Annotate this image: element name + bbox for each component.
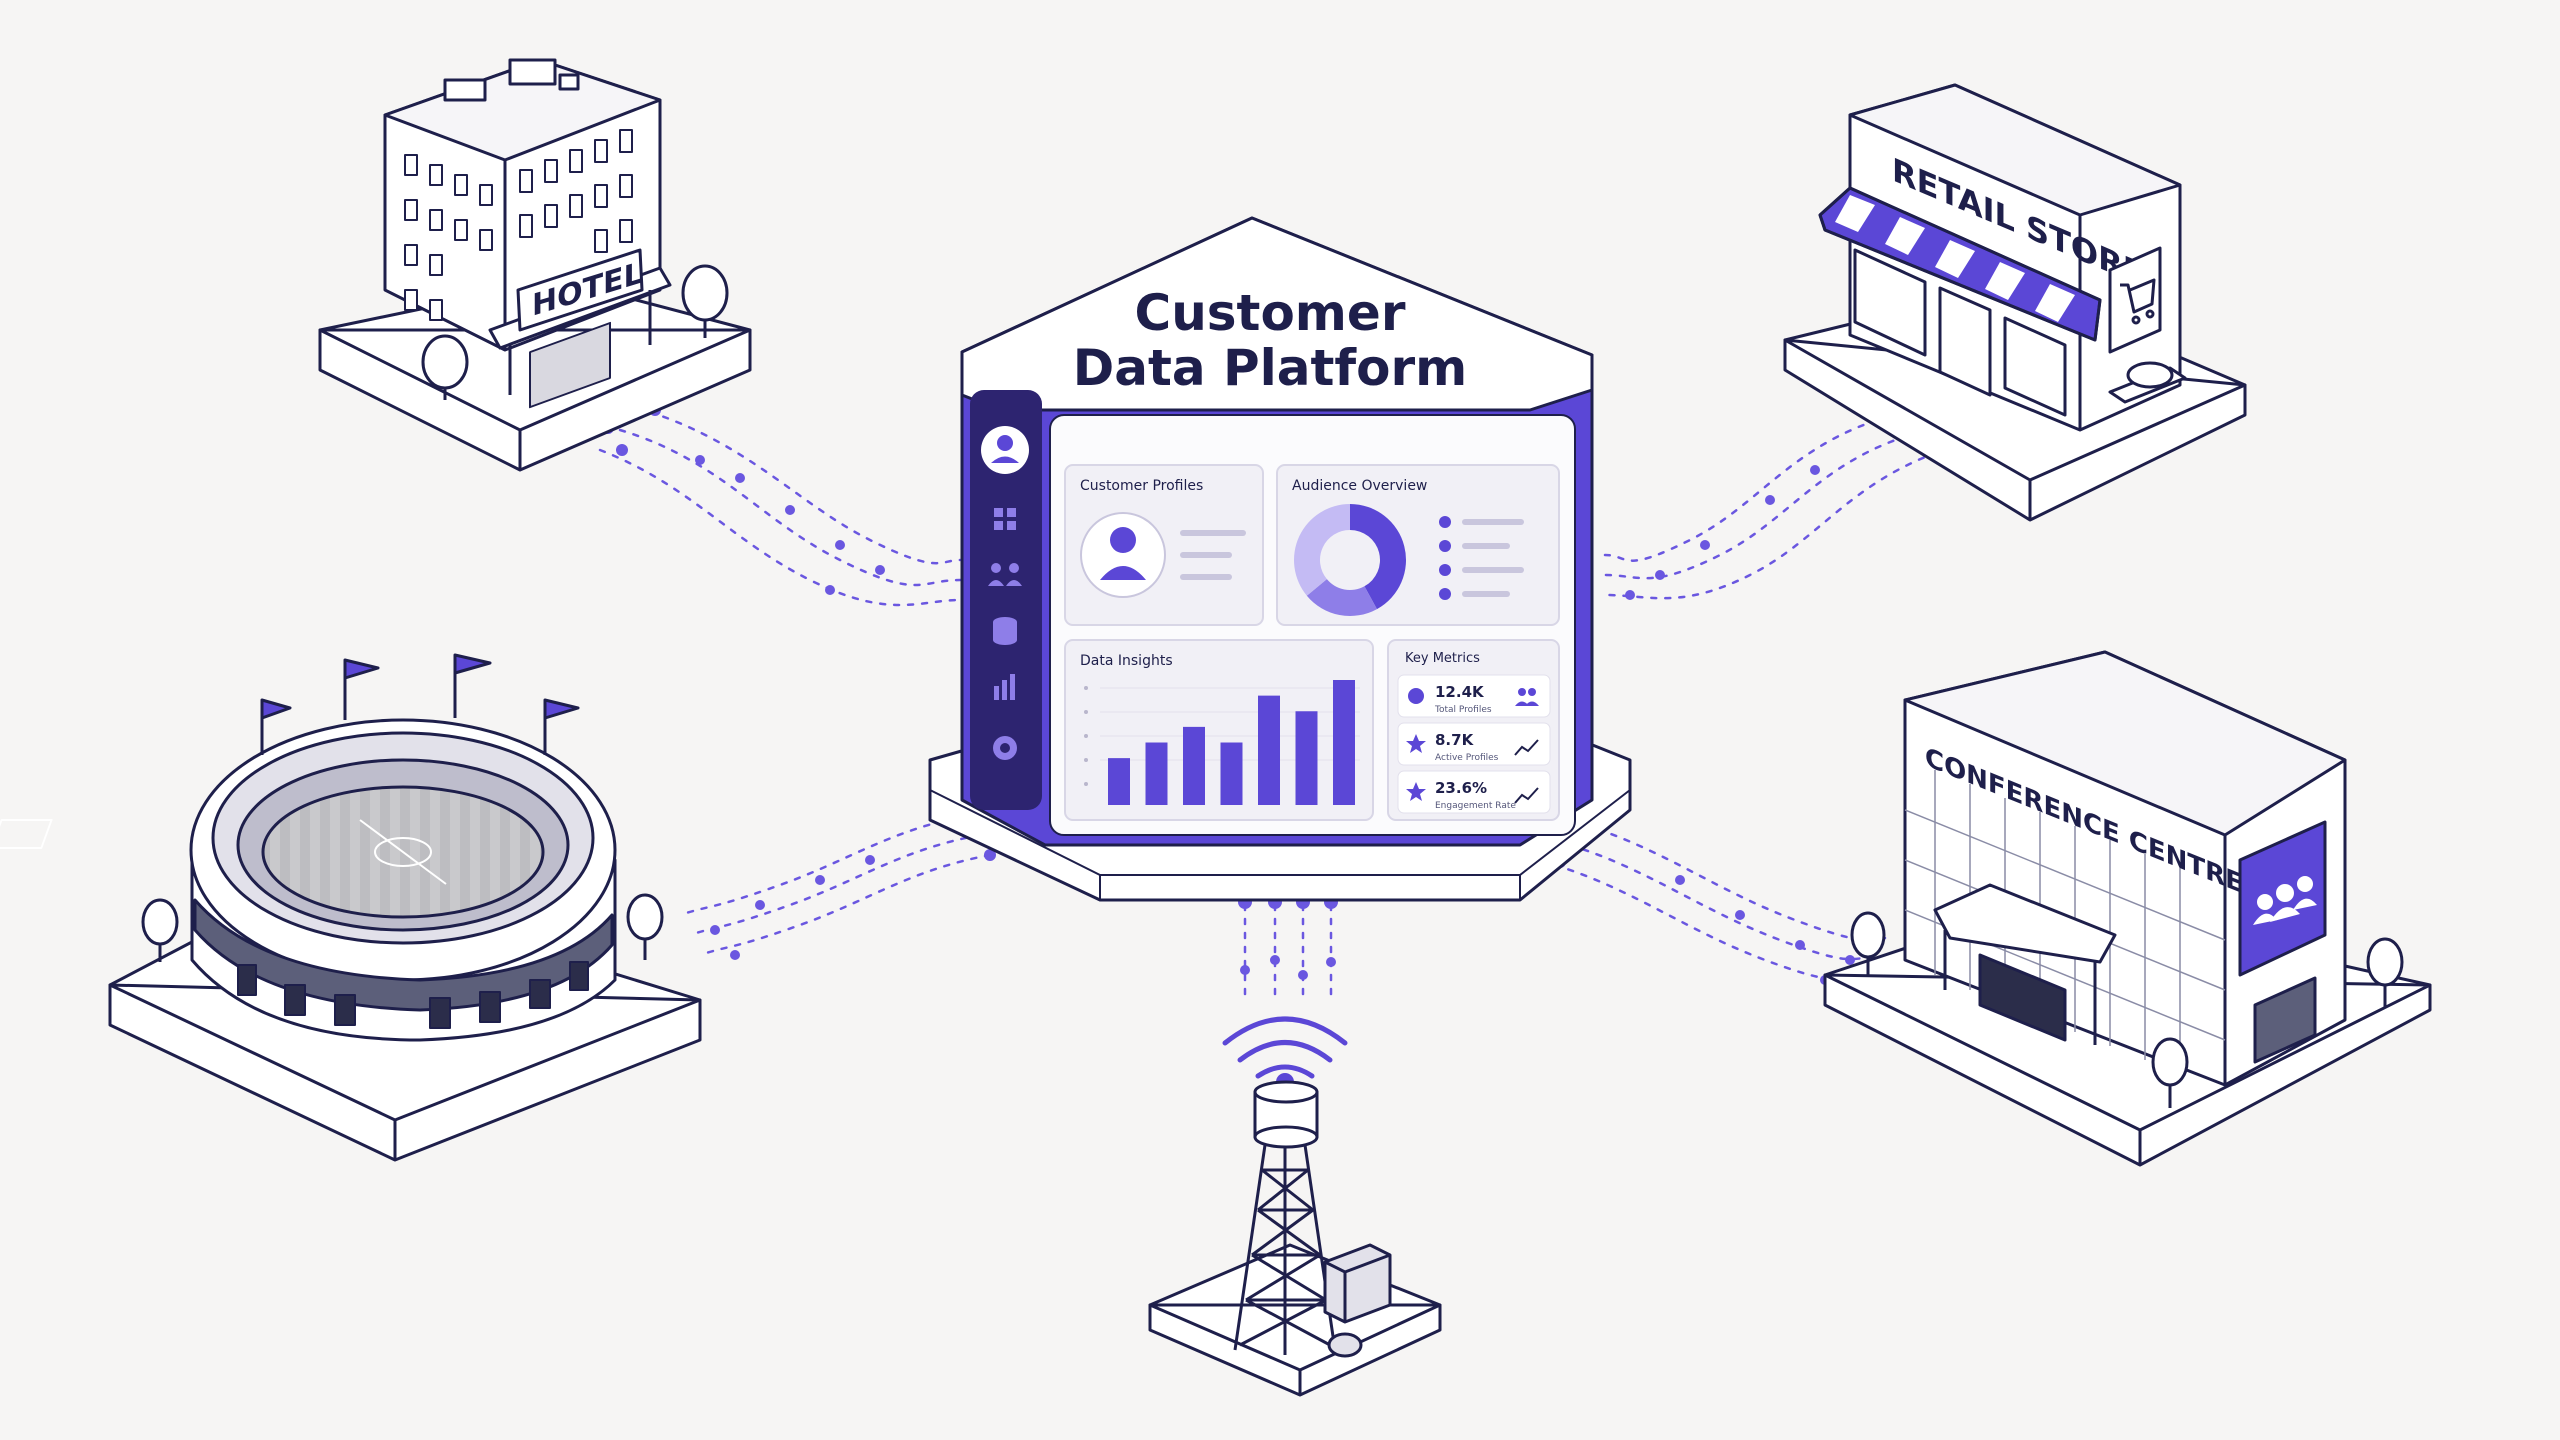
customer-profiles-panel[interactable]: Customer Profiles xyxy=(1064,464,1264,626)
grid-icon[interactable] xyxy=(994,508,1016,530)
metric-engagement-rate: 23.6% Engagement Rate xyxy=(1397,770,1551,814)
users-icon xyxy=(2253,876,2317,925)
metric-label: Total Profiles xyxy=(1434,705,1492,715)
retail-store-building: RETAIL STORE xyxy=(1783,83,2247,522)
data-insights-panel[interactable]: Data Insights xyxy=(1064,639,1374,821)
user-icon[interactable] xyxy=(981,426,1029,474)
metric-active-profiles: 8.7K Active Profiles xyxy=(1397,722,1551,766)
wifi-signal-icon xyxy=(1222,1016,1348,1079)
metric-label: Active Profiles xyxy=(1435,753,1499,763)
avatar xyxy=(1080,512,1166,598)
metric-value: 12.4K xyxy=(1435,683,1485,701)
trend-up-icon xyxy=(1514,787,1539,804)
metric-value: 8.7K xyxy=(1435,731,1475,749)
conference-centre-building: CONFERENCE CENTRE xyxy=(1823,650,2432,1167)
donut-slice xyxy=(1306,579,1377,616)
bar xyxy=(1295,711,1318,805)
trend-up-icon xyxy=(1514,739,1539,756)
hotel-building: HOTEL xyxy=(318,58,752,472)
database-icon[interactable] xyxy=(993,617,1017,645)
donut-slice xyxy=(1350,504,1406,610)
metric-label: Engagement Rate xyxy=(1435,801,1516,811)
insights-bar-chart xyxy=(1108,680,1355,805)
bar xyxy=(1108,758,1130,805)
tree-icon xyxy=(421,264,729,400)
tree-icon xyxy=(1850,911,2404,1108)
donut-slice xyxy=(1294,504,1350,596)
shopping-cart-icon xyxy=(2120,278,2156,325)
key-metrics-panel[interactable]: Key Metrics 12.4K Total Profiles 8.7K Ac… xyxy=(1387,639,1560,821)
audience-donut-chart xyxy=(1294,504,1406,616)
stadium-building xyxy=(0,653,702,1162)
flag-icon xyxy=(260,653,580,755)
tree-icon xyxy=(141,893,664,962)
central-platform: Customer Data Platform xyxy=(928,216,1632,902)
metric-total-profiles: 12.4K Total Profiles xyxy=(1397,674,1551,718)
bar xyxy=(1333,680,1355,805)
key-metrics-title: Key Metrics xyxy=(1405,651,1480,666)
audience-overview-panel[interactable]: Audience Overview xyxy=(1276,464,1560,626)
bar-chart-icon[interactable] xyxy=(994,674,1015,700)
gear-icon[interactable] xyxy=(993,736,1017,760)
platform-sidebar xyxy=(970,390,1042,810)
users-icon xyxy=(1515,688,1539,706)
connector-lines xyxy=(598,410,1952,1002)
bar xyxy=(1220,742,1243,805)
platform-title-line1: Customer xyxy=(1135,284,1406,342)
bar xyxy=(1183,726,1205,805)
customer-profiles-title: Customer Profiles xyxy=(1080,478,1203,494)
audience-overview-title: Audience Overview xyxy=(1292,478,1427,494)
data-insights-title: Data Insights xyxy=(1080,653,1173,669)
cell-tower xyxy=(1148,1016,1442,1397)
platform-title-line2: Data Platform xyxy=(1073,339,1468,397)
users-icon[interactable] xyxy=(988,563,1022,586)
bar xyxy=(1145,742,1168,805)
bar xyxy=(1258,695,1280,805)
metric-value: 23.6% xyxy=(1435,779,1487,797)
